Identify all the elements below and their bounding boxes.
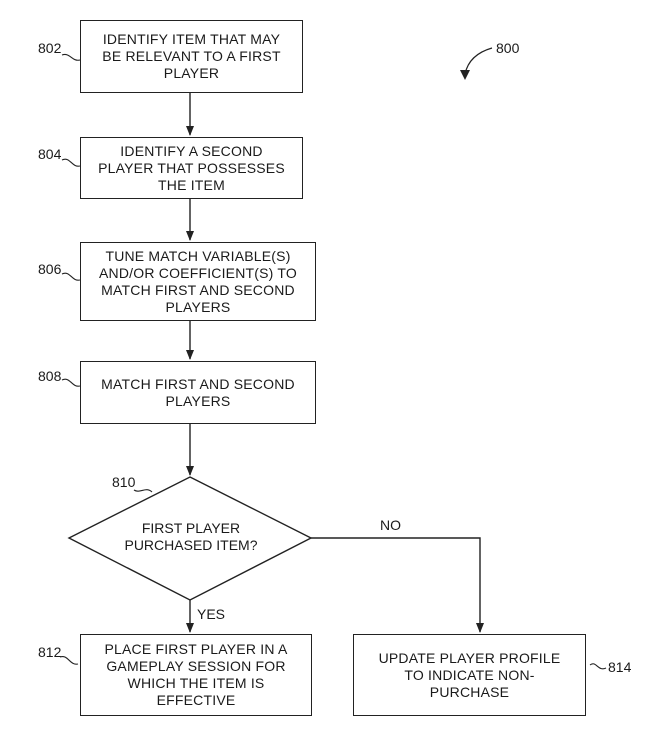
step-box-814: UPDATE PLAYER PROFILE TO INDICATE NON- P… xyxy=(353,634,586,716)
step-box-804: IDENTIFY A SECOND PLAYER THAT POSSESSES … xyxy=(80,137,303,199)
leader-814 xyxy=(589,663,607,670)
leader-810 xyxy=(133,489,153,493)
ref-806: 806 xyxy=(38,261,62,277)
step-box-802: IDENTIFY ITEM THAT MAY BE RELEVANT TO A … xyxy=(80,20,303,93)
step-806-line-2: AND/OR COEFFICIENT(S) TO xyxy=(99,264,297,281)
step-808-line-2: PLAYERS xyxy=(165,392,231,409)
step-810-line-1: FIRST PLAYER xyxy=(141,520,241,536)
step-812-line-3: WHICH THE ITEM IS xyxy=(127,675,265,691)
step-814-line-2: TO INDICATE NON- xyxy=(404,666,535,683)
branch-label-yes: YES xyxy=(197,606,226,622)
ref-810: 810 xyxy=(112,474,136,490)
step-804-line-2: PLAYER THAT POSSESSES xyxy=(98,159,285,176)
step-812-line-1: PLACE FIRST PLAYER IN A xyxy=(104,641,288,657)
step-812-line-4: EFFECTIVE xyxy=(156,692,236,708)
ref-804: 804 xyxy=(38,146,62,162)
step-804-line-3: THE ITEM xyxy=(158,176,225,193)
step-812-line-2: GAMEPLAY SESSION FOR xyxy=(106,658,286,674)
step-box-808: MATCH FIRST AND SECOND PLAYERS xyxy=(80,361,316,424)
step-814-line-1: UPDATE PLAYER PROFILE xyxy=(378,649,561,666)
decision-diamond-810 xyxy=(67,476,313,601)
step-802-line-3: PLAYER xyxy=(163,65,220,81)
branch-label-no: NO xyxy=(380,517,401,533)
ref-812: 812 xyxy=(38,644,62,660)
leader-806 xyxy=(61,272,81,281)
step-box-806: TUNE MATCH VARIABLE(S) AND/OR COEFFICIEN… xyxy=(80,242,316,321)
step-810-line-2: PURCHASED ITEM? xyxy=(124,537,258,553)
figure-ref-arrowhead-800 xyxy=(460,70,470,80)
ref-808: 808 xyxy=(38,368,62,384)
step-804-line-1: IDENTIFY A SECOND xyxy=(120,142,263,159)
step-802-line-1: IDENTIFY ITEM THAT MAY xyxy=(102,31,281,47)
decision-text-810: FIRST PLAYER PURCHASED ITEM? xyxy=(105,520,277,554)
step-806-line-4: PLAYERS xyxy=(165,298,231,315)
step-814-line-3: PURCHASE xyxy=(429,683,510,700)
step-808-line-1: MATCH FIRST AND SECOND xyxy=(101,375,295,392)
leader-808 xyxy=(61,378,81,387)
step-806-line-3: MATCH FIRST AND SECOND xyxy=(101,281,295,298)
leader-804 xyxy=(61,158,81,167)
ref-802: 802 xyxy=(38,40,62,56)
leader-812 xyxy=(59,655,79,665)
arrow-810-no-to-814 xyxy=(311,537,484,633)
leader-802 xyxy=(61,53,81,61)
ref-814: 814 xyxy=(608,659,632,675)
figure-ref-800: 800 xyxy=(496,40,520,56)
step-806-line-1: TUNE MATCH VARIABLE(S) xyxy=(105,247,291,264)
step-box-812: PLACE FIRST PLAYER IN A GAMEPLAY SESSION… xyxy=(80,634,312,716)
step-802-line-2: BE RELEVANT TO A FIRST xyxy=(102,48,281,64)
